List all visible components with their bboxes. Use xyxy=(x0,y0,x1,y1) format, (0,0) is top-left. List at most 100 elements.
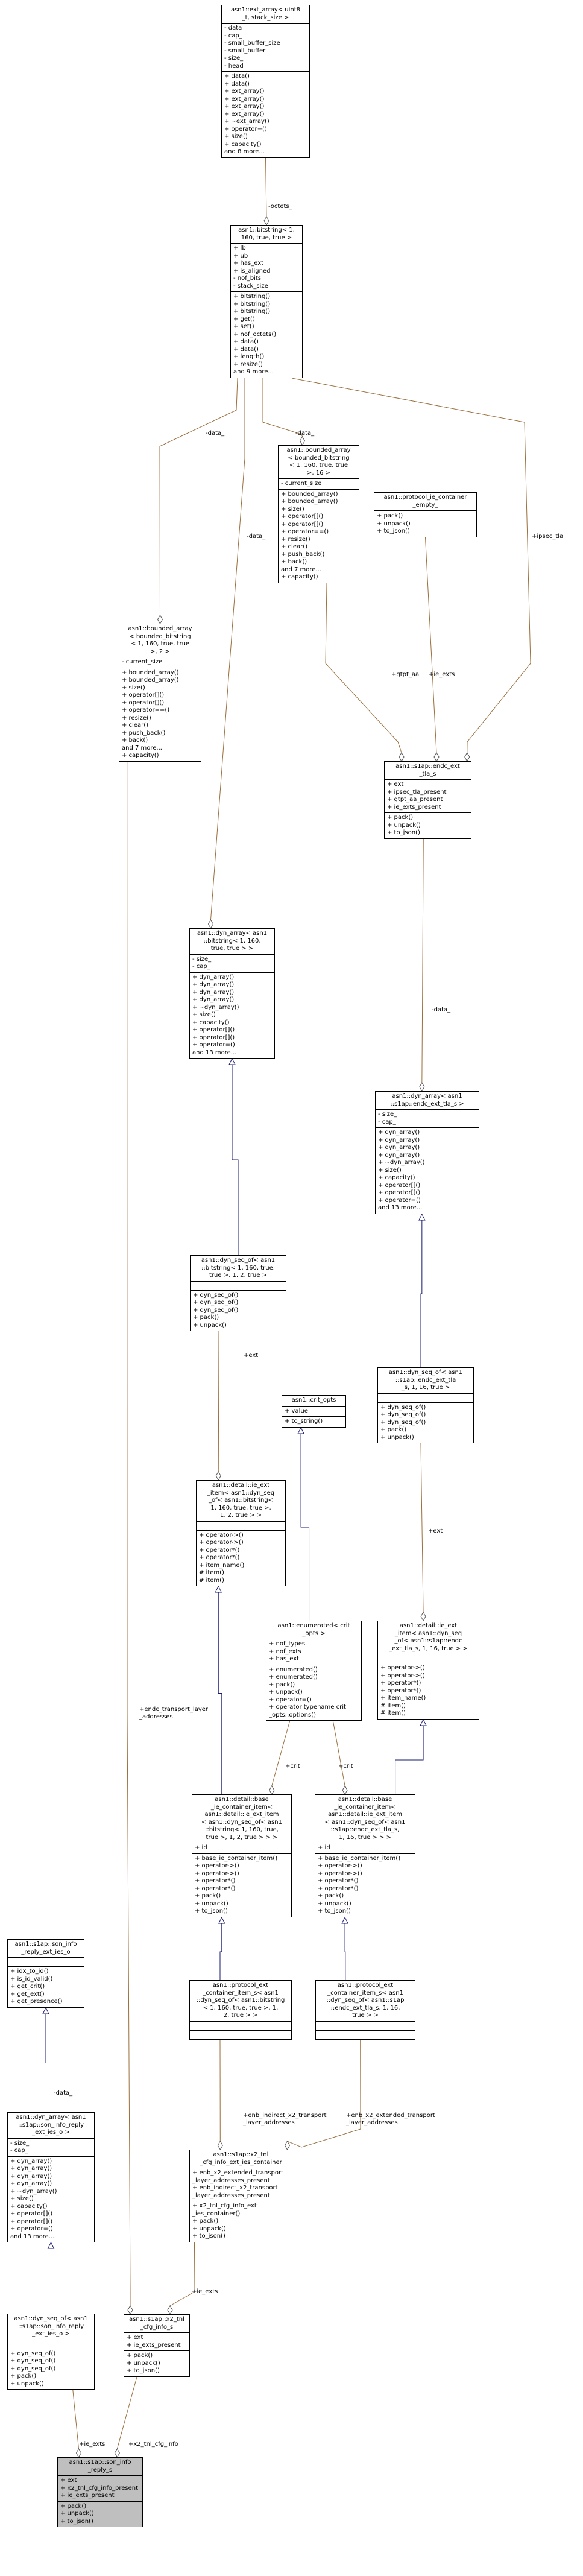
composition-diamond xyxy=(284,2140,291,2151)
class-method: + to_json() xyxy=(377,528,410,534)
class-attributes: + value xyxy=(282,1407,345,1417)
class-ie-ext-item-bitstring[interactable]: asn1::detail::ie_ext _item< asn1::dyn_se… xyxy=(196,1480,286,1586)
class-method: + operator*() xyxy=(380,1680,421,1686)
class-method: + ext_array() xyxy=(224,110,265,118)
class-base-ie-container-item-bitstring[interactable]: asn1::detail::base _ie_container_item< a… xyxy=(192,1794,292,1917)
class-method: + unpack() xyxy=(195,1900,228,1907)
class-method: + unpack() xyxy=(10,2380,44,2387)
class-method: + dyn_array() xyxy=(378,1136,420,1144)
class-title: asn1::s1ap::x2_tnl _cfg_info_ext_ies_con… xyxy=(190,2150,292,2168)
class-method: + size() xyxy=(122,684,145,691)
class-method: + pack() xyxy=(318,1893,344,1899)
class-method: + operator->() xyxy=(195,1862,239,1869)
class-methods: + x2_tnl_cfg_info_ext _ies_container()+ … xyxy=(190,2201,292,2242)
class-endc-ext-tla[interactable]: asn1::s1ap::endc_ext _tla_s + ext+ ipsec… xyxy=(384,761,471,839)
class-title: asn1::detail::ie_ext _item< asn1::dyn_se… xyxy=(378,1621,479,1654)
class-dyn-seq-of-endc[interactable]: asn1::dyn_seq_of< asn1 ::s1ap::endc_ext_… xyxy=(377,1367,474,1443)
class-method: + dyn_array() xyxy=(378,1144,420,1151)
class-method: + item_name() xyxy=(380,1695,426,1701)
class-methods xyxy=(190,2031,291,2039)
class-dyn-seq-of-son-info[interactable]: asn1::dyn_seq_of< asn1 ::s1ap::son_info_… xyxy=(7,2314,95,2390)
class-method: + back() xyxy=(281,559,307,565)
class-attribute: - cap_ xyxy=(10,2147,28,2154)
class-method: + operator[]() xyxy=(10,2210,53,2217)
class-method: + bounded_array() xyxy=(281,498,338,505)
class-base-ie-container-item-endc[interactable]: asn1::detail::base _ie_container_item< a… xyxy=(315,1794,415,1917)
class-protocol-ext-container-item-endc[interactable]: asn1::protocol_ext _container_item_s< as… xyxy=(315,1980,415,2040)
class-method: + operator=() xyxy=(10,2226,53,2232)
composition-diamond xyxy=(399,752,405,762)
class-method: + size() xyxy=(192,1011,216,1018)
class-method: + bounded_array() xyxy=(122,669,179,676)
class-method: + dyn_seq_of() xyxy=(10,2350,56,2357)
class-bounded-array-16[interactable]: asn1::bounded_array < bounded_bitstring … xyxy=(278,445,359,583)
class-method: + item_name() xyxy=(199,1562,245,1569)
class-enumerated-crit[interactable]: asn1::enumerated< crit _opts > + nof_typ… xyxy=(266,1621,362,1721)
class-dyn-array-endc[interactable]: asn1::dyn_array< asn1 ::s1ap::endc_ext_t… xyxy=(375,1091,479,1214)
class-attributes xyxy=(8,2340,94,2349)
class-ext-array[interactable]: asn1::ext_array< uint8 _t, stack_size > … xyxy=(221,5,310,158)
class-attribute: - size_ xyxy=(378,1111,397,1118)
class-method: + capacity() xyxy=(192,1019,230,1026)
class-dyn-seq-of-bitstring[interactable]: asn1::dyn_seq_of< asn1 ::bitstring< 1, 1… xyxy=(190,1255,286,1331)
class-method: + operator=() xyxy=(192,1042,235,1048)
class-attribute: - small_buffer_size xyxy=(224,40,280,46)
class-method: + operator typename crit _opts::options(… xyxy=(269,1704,346,1718)
class-method: + to_json() xyxy=(127,2367,160,2374)
composition-diamond xyxy=(217,2140,223,2151)
class-bounded-array-2[interactable]: asn1::bounded_array < bounded_bitstring … xyxy=(119,624,201,762)
class-method: + clear() xyxy=(122,722,149,729)
class-bitstring[interactable]: asn1::bitstring< 1, 160, true, true > + … xyxy=(230,225,303,378)
class-methods: + operator->()+ operator->()+ operator*(… xyxy=(378,1663,479,1719)
class-method: + dyn_seq_of() xyxy=(10,2358,56,2364)
composition-diamond xyxy=(299,435,306,446)
edge-label: +enb_indirect_x2_transport _layer_addres… xyxy=(243,2112,327,2126)
edge-label: +ipsec_tla xyxy=(532,533,564,540)
class-protocol-ext-container-item-bitstring[interactable]: asn1::protocol_ext _container_item_s< as… xyxy=(189,1980,292,2040)
class-method: + operator*() xyxy=(199,1554,240,1561)
class-method: + to_json() xyxy=(195,1908,228,1914)
class-attributes: + lb+ ub+ has_ext+ is_aligned- nof_bits-… xyxy=(231,244,302,292)
class-method: + get() xyxy=(233,315,255,323)
class-title: asn1::bounded_array < bounded_bitstring … xyxy=(279,446,359,479)
class-crit-opts[interactable]: asn1::crit_opts + value + to_string() xyxy=(282,1395,346,1428)
class-attribute: + ext xyxy=(60,2477,77,2484)
class-method: + base_ie_container_item() xyxy=(318,1855,401,1862)
class-protocol-ie-container-empty[interactable]: asn1::protocol_ie_container _empty_ + pa… xyxy=(374,492,477,537)
class-method: + dyn_seq_of() xyxy=(380,1404,426,1411)
class-son-info-reply-ext-ies[interactable]: asn1::s1ap::son_info _reply_ext_ies_o + … xyxy=(7,1939,84,2008)
class-attributes xyxy=(191,1282,286,1291)
class-method: + dyn_seq_of() xyxy=(10,2365,56,2372)
inheritance-edge xyxy=(420,1220,423,1367)
composition-diamond xyxy=(75,2448,82,2458)
composition-edge xyxy=(287,2039,361,2148)
class-x2-tnl-cfg-info[interactable]: asn1::s1ap::x2_tnl _cfg_info_s + ext+ ie… xyxy=(124,2314,190,2377)
class-dyn-array-son-info[interactable]: asn1::dyn_array< asn1 ::s1ap::son_info_r… xyxy=(7,2112,95,2242)
composition-diamond xyxy=(464,752,470,762)
class-attributes xyxy=(8,1958,84,1967)
class-method: + clear() xyxy=(281,543,308,550)
class-title: asn1::protocol_ie_container _empty_ xyxy=(374,493,476,511)
class-methods: + dyn_seq_of()+ dyn_seq_of()+ dyn_seq_of… xyxy=(8,2349,94,2390)
class-method: + resize() xyxy=(122,714,151,721)
class-attributes: + id xyxy=(315,1843,415,1854)
class-ie-ext-item-endc[interactable]: asn1::detail::ie_ext _item< asn1::dyn_se… xyxy=(377,1621,479,1720)
class-dyn-array-bitstring[interactable]: asn1::dyn_array< asn1 ::bitstring< 1, 16… xyxy=(189,928,275,1059)
class-method: + unpack() xyxy=(192,2225,226,2232)
class-method: + data() xyxy=(224,80,250,87)
composition-diamond xyxy=(419,1081,425,1092)
edge-label: -data_ xyxy=(54,2090,73,2097)
class-title: asn1::crit_opts xyxy=(282,1396,345,1407)
composition-edge xyxy=(159,378,238,616)
class-attribute: + enb_x2_extended_transport _layer_addre… xyxy=(192,2169,284,2184)
class-method: + resize() xyxy=(233,361,263,368)
class-methods: + enumerated()+ enumerated()+ pack()+ un… xyxy=(266,1665,361,1721)
class-attribute: + id xyxy=(318,1844,330,1851)
class-method: + unpack() xyxy=(60,2510,94,2517)
class-son-info-reply[interactable]: asn1::s1ap::son_info _reply_s + ext+ x2_… xyxy=(57,2457,143,2527)
class-x2-tnl-cfg-info-ext-ies-container[interactable]: asn1::s1ap::x2_tnl _cfg_info_ext_ies_con… xyxy=(189,2150,292,2242)
composition-edge xyxy=(425,537,437,753)
class-method: + capacity() xyxy=(281,574,318,580)
class-attribute: + gtpt_aa_present xyxy=(387,796,443,803)
